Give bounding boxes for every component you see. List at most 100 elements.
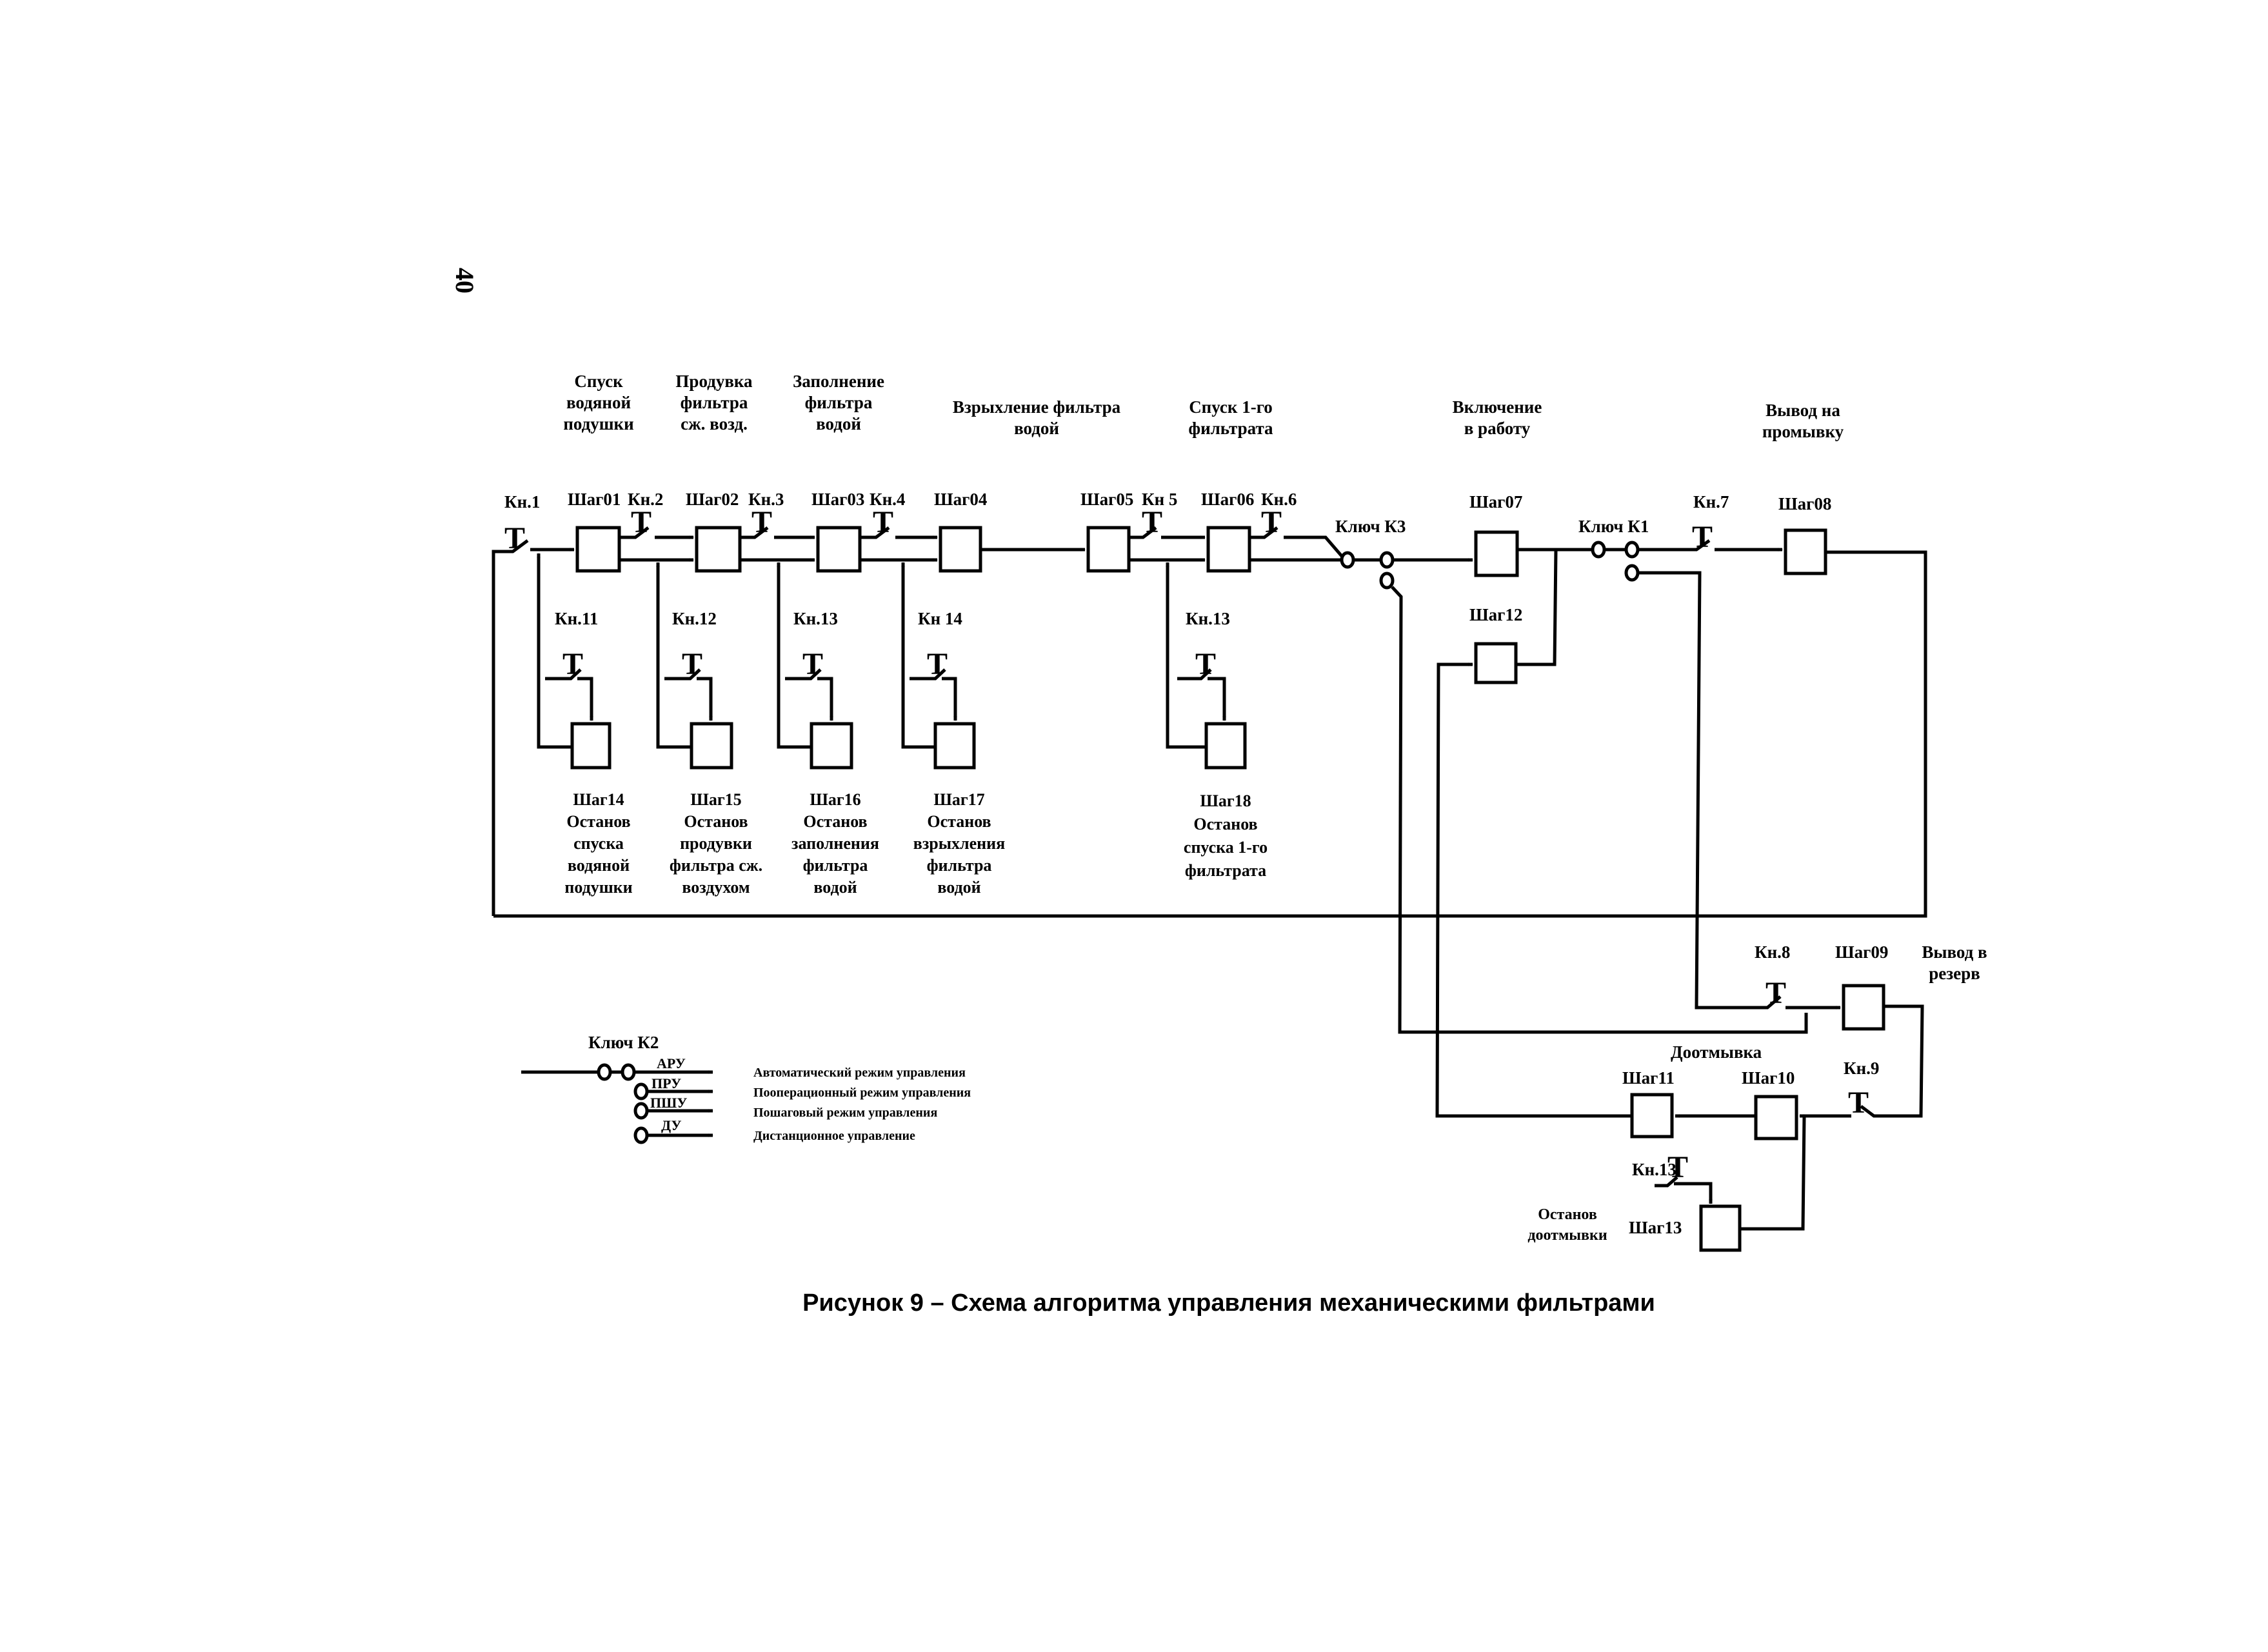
main-flow-lines [492, 526, 1927, 1231]
step-box-shag12[interactable] [1474, 642, 1518, 684]
button-labels: Кн.1 Кн.2 Кн.3 Кн.4 Кн 5 Кн.6 Кн.7 Ключ … [504, 490, 1729, 536]
label-key-k1: Ключ К1 [1578, 517, 1649, 536]
legend-desc-du: Дистанционное управление [753, 1129, 915, 1143]
key-k3-contacts [1340, 551, 1395, 590]
pushbutton-icon-kn11[interactable]: T [562, 647, 583, 681]
label-shag06: Шаг06 [1201, 490, 1254, 509]
figure-caption: Рисунок 9 – Схема алгоритма управления м… [802, 1289, 1655, 1317]
legend-desc-aru: Автоматический режим управления [753, 1066, 966, 1080]
label-kn13c: Кн.13 [1632, 1160, 1676, 1179]
label-shag12: Шаг12 [1469, 605, 1522, 624]
legend-key-k2: Ключ К2 АРУ ПРУ ПШУ ДУ Автоматический ре… [521, 1033, 971, 1144]
label-shag10: Шаг10 [1742, 1068, 1795, 1088]
step-boxes [570, 526, 1885, 1252]
step-box-shag08[interactable] [1784, 528, 1827, 575]
label-kn1: Кн.1 [504, 492, 540, 512]
push-button-icons: T T T T T T T T T T T T T T T [504, 505, 1869, 1184]
label-kn5: Кн 5 [1142, 490, 1177, 509]
pushbutton-icon-kn5[interactable]: T [1142, 505, 1162, 539]
step-box-shag13[interactable] [1699, 1204, 1742, 1252]
label-kn4: Кн.4 [870, 490, 905, 509]
key-k1-contacts [1591, 541, 1640, 582]
label-shag11: Шаг11 [1622, 1068, 1675, 1088]
pushbutton-icon-kn7[interactable]: T [1692, 520, 1713, 554]
pushbutton-icon-kn4[interactable]: T [873, 505, 893, 539]
pushbutton-icon-kn13c[interactable]: T [1667, 1150, 1688, 1184]
step-box-shag16[interactable] [810, 722, 853, 770]
step-box-shag06[interactable] [1206, 526, 1251, 573]
step-box-shag14[interactable] [570, 722, 612, 770]
pushbutton-icon-kn14[interactable]: T [927, 647, 948, 681]
label-kn13a: Кн.13 [793, 609, 838, 628]
legend-code-pshu: ПШУ [650, 1095, 687, 1111]
pushbutton-icon-kn13a[interactable]: T [802, 647, 823, 681]
step-box-shag03[interactable] [816, 526, 862, 573]
step-box-shag17[interactable] [933, 722, 976, 770]
label-kn11: Кн.11 [555, 609, 598, 628]
pushbutton-icon-kn2[interactable]: T [631, 505, 652, 539]
label-kn13b: Кн.13 [1186, 609, 1230, 628]
label-kn8: Кн.8 [1755, 942, 1790, 962]
pushbutton-icon-kn13b[interactable]: T [1195, 647, 1216, 681]
legend-desc-pru: Пооперационный режим управления [753, 1086, 971, 1100]
step-box-shag11[interactable] [1630, 1093, 1674, 1139]
step-box-shag15[interactable] [690, 722, 733, 770]
label-kn14: Кн 14 [918, 609, 962, 628]
legend-code-aru: АРУ [657, 1055, 686, 1071]
stop-branches [537, 553, 1713, 1204]
pushbutton-icon-kn1[interactable]: T [504, 521, 525, 555]
step-box-shag09[interactable] [1842, 984, 1885, 1031]
step-box-shag10[interactable] [1754, 1095, 1798, 1140]
step-box-shag05[interactable] [1086, 526, 1131, 573]
pushbutton-icon-kn9[interactable]: T [1848, 1086, 1869, 1120]
legend-code-du: ДУ [661, 1117, 682, 1133]
label-kn2: Кн.2 [628, 490, 663, 509]
pushbutton-icon-kn6[interactable]: T [1261, 505, 1282, 539]
label-kn3: Кн.3 [748, 490, 784, 509]
label-shag08: Шаг08 [1778, 494, 1831, 513]
step-box-shag02[interactable] [695, 526, 742, 573]
label-shag03: Шаг03 [811, 490, 864, 509]
label-shag13: Шаг13 [1629, 1218, 1682, 1237]
label-kn12: Кн.12 [672, 609, 717, 628]
label-key-k3: Ключ К3 [1335, 517, 1406, 536]
label-shag01: Шаг01 [568, 490, 621, 509]
legend-code-pru: ПРУ [652, 1075, 681, 1091]
legend-title: Ключ К2 [588, 1033, 659, 1052]
pushbutton-icon-kn3[interactable]: T [751, 505, 772, 539]
page-number: 40 [450, 268, 479, 294]
label-shag05: Шаг05 [1080, 490, 1133, 509]
branch-labels: Кн.11 Кн.12 Кн.13 Кн 14 Кн.13 [555, 609, 1230, 628]
step-box-shag07[interactable] [1474, 530, 1519, 577]
step-box-shag01[interactable] [575, 526, 621, 573]
pushbutton-icon-kn12[interactable]: T [682, 647, 702, 681]
label-dootmyvka: Доотмывка [1671, 1042, 1762, 1062]
step-box-shag04[interactable] [939, 526, 982, 573]
legend-desc-pshu: Пошаговый режим управления [753, 1106, 937, 1120]
label-shag07: Шаг07 [1469, 492, 1522, 512]
label-shag09: Шаг09 [1835, 942, 1888, 962]
step-box-shag18[interactable] [1204, 722, 1247, 770]
step-labels: Шаг01 Шаг02 Шаг03 Шаг04 Шаг05 Шаг06 Шаг0… [568, 490, 1831, 624]
pushbutton-icon-kn8[interactable]: T [1766, 976, 1786, 1010]
label-kn9: Кн.9 [1844, 1059, 1879, 1078]
label-shag02: Шаг02 [686, 490, 739, 509]
